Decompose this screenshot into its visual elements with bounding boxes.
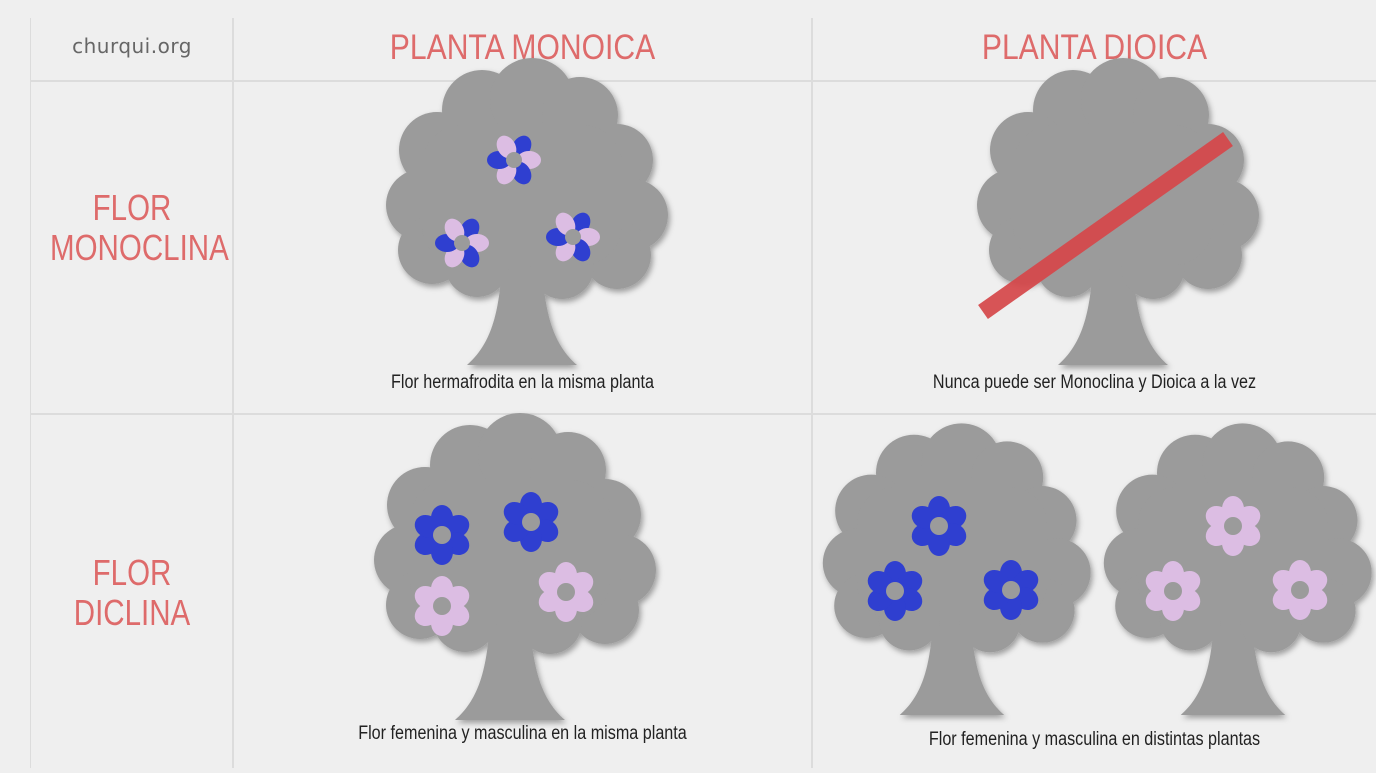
grid-line-vertical-1: [232, 18, 234, 768]
tree-icon: [1103, 423, 1372, 715]
caption-monoclina-monoica: Flor hermafrodita en la misma planta: [390, 372, 654, 393]
grid-line-horizontal-1: [30, 80, 1376, 82]
grid-line-vertical-2: [811, 18, 813, 768]
source-label: churqui.org: [72, 34, 192, 58]
column-title-dioica: PLANTA DIOICA: [981, 28, 1208, 67]
row-title-diclina-line1: FLOR: [92, 552, 172, 593]
row-title-monoclina-line1: FLOR: [92, 187, 172, 228]
tree-icon: [822, 423, 1091, 715]
row-title-monoclina: FLOR MONOCLINA: [50, 187, 229, 268]
caption-diclina-monoica: Flor femenina y masculina en la misma pl…: [358, 723, 687, 744]
row-title-monoclina-line2: MONOCLINA: [50, 227, 229, 268]
prohibited-slash-icon: [978, 132, 1233, 319]
caption-monoclina-dioica: Nunca puede ser Monoclina y Dioica a la …: [932, 372, 1257, 393]
row-title-diclina-line2: DICLINA: [73, 592, 191, 633]
tree-icon: [386, 58, 668, 365]
grid-line-horizontal-2: [30, 413, 1376, 415]
grid-line-left: [30, 18, 31, 768]
caption-diclina-dioica: Flor femenina y masculina en distintas p…: [928, 729, 1261, 750]
row-title-diclina: FLOR DICLINA: [50, 553, 214, 633]
tree-icon: [374, 413, 656, 720]
